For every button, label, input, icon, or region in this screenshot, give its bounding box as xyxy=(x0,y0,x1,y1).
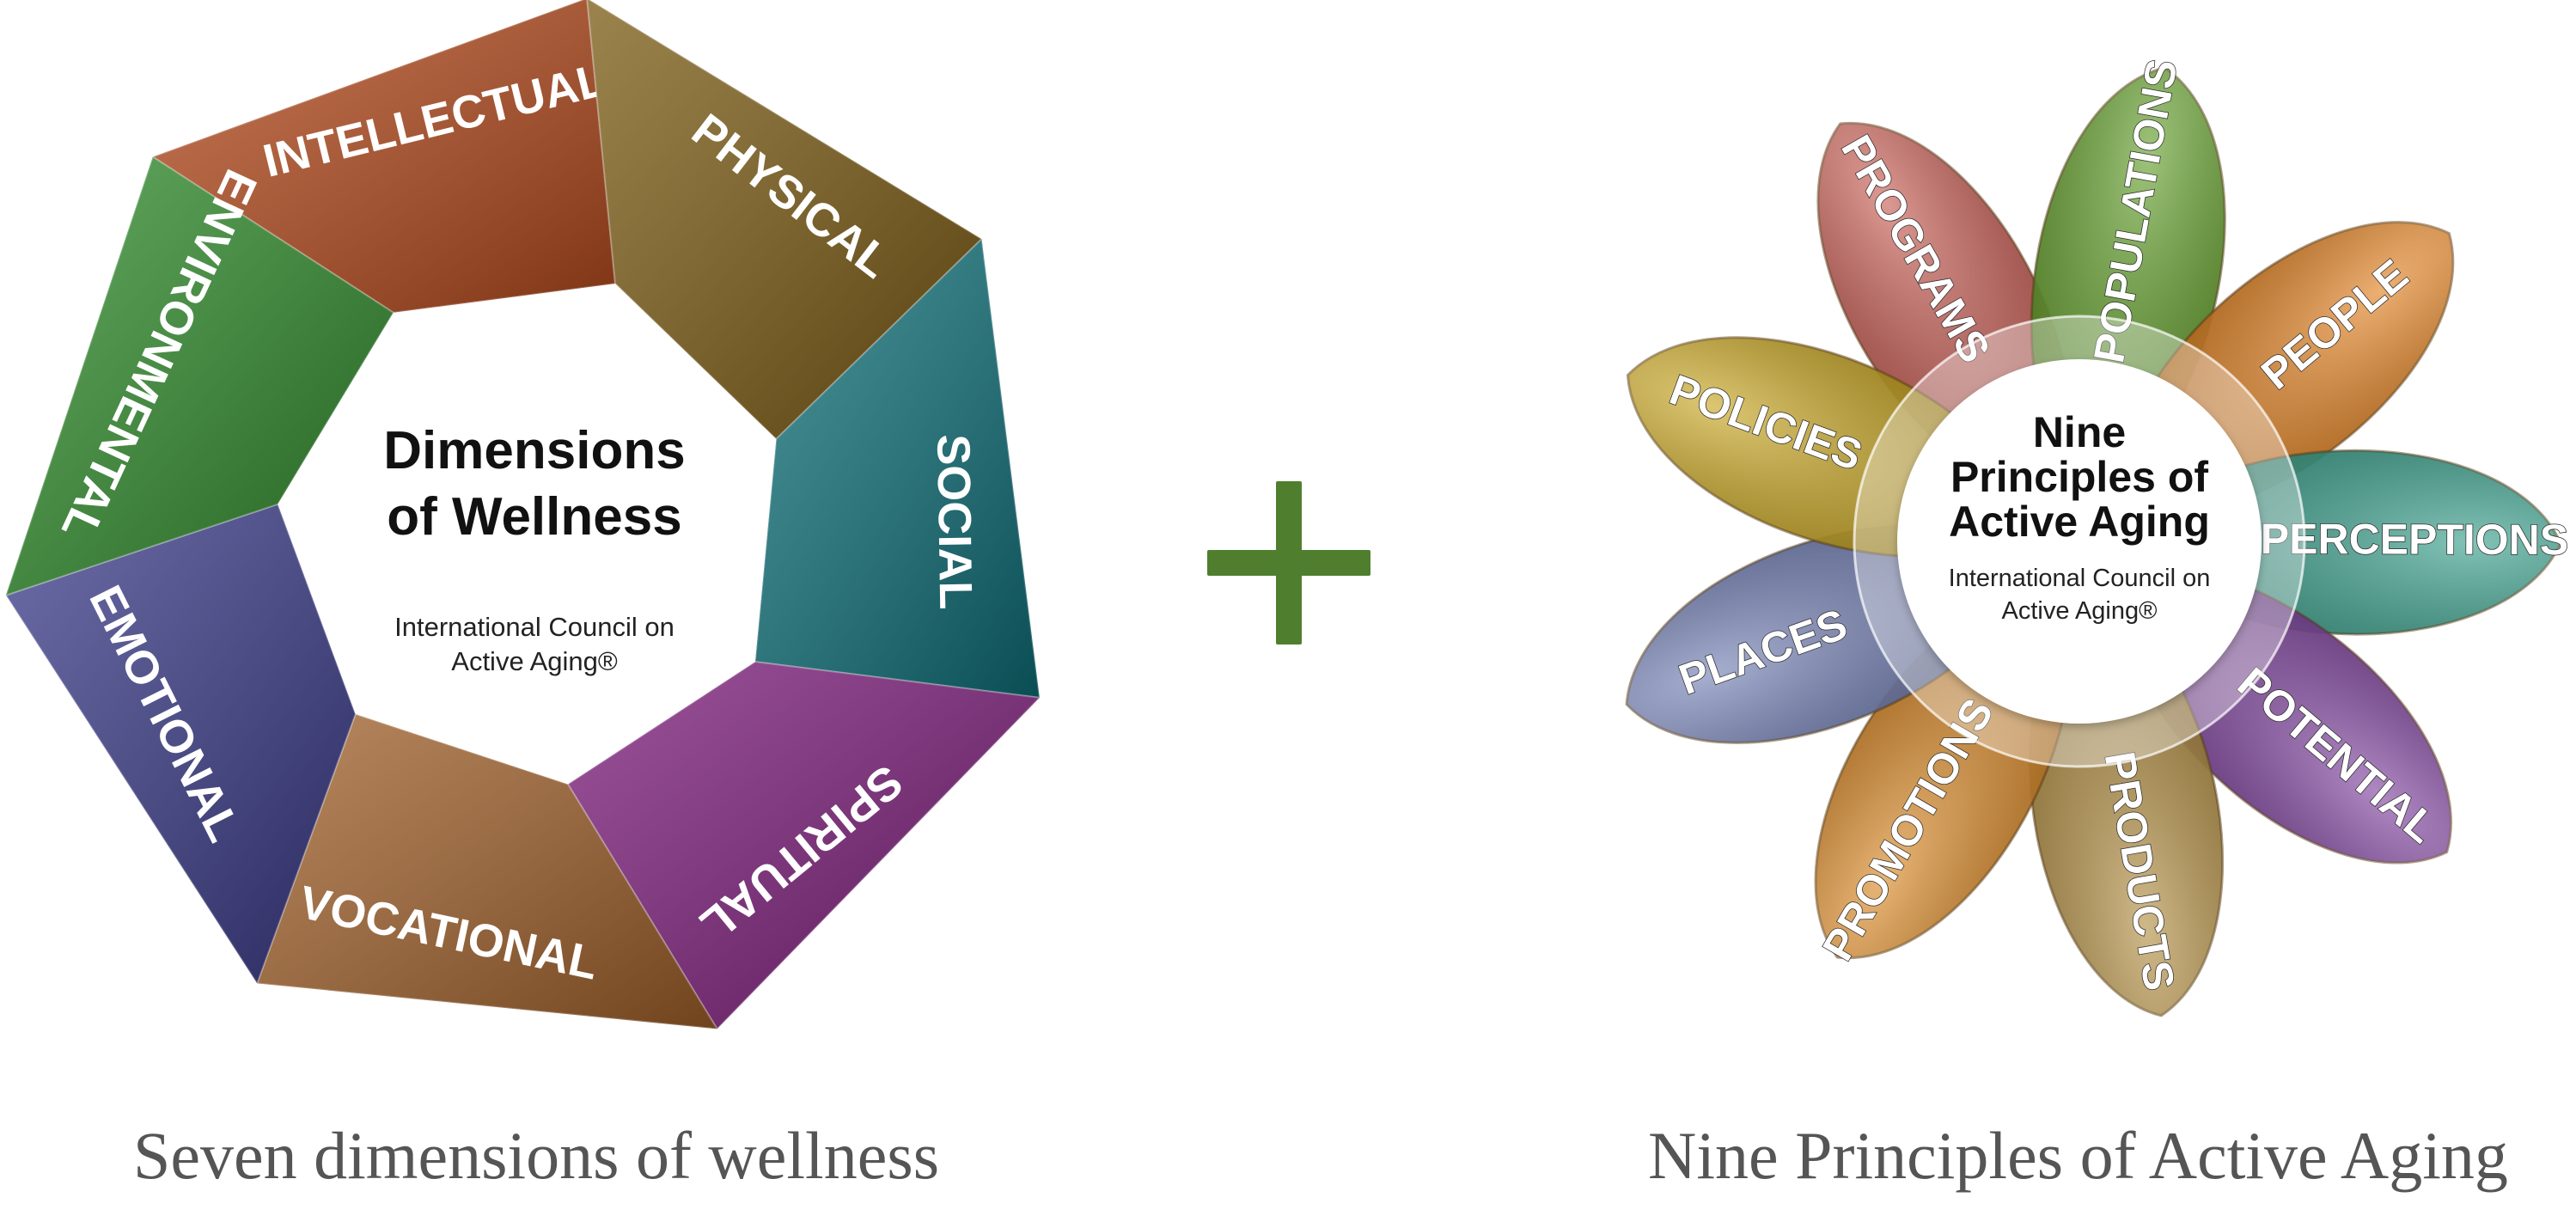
principles-center: Nine Principles of Active Aging Internat… xyxy=(1853,315,2306,768)
principles-org-line1: International Council on xyxy=(1949,565,2211,592)
principles-title-line3: Active Aging xyxy=(1949,498,2210,546)
wellness-segment-shade-social xyxy=(754,237,1041,700)
wellness-segment-shade-environmental xyxy=(4,155,395,597)
wellness-label-social: SOCIAL xyxy=(927,434,981,610)
wellness-center: Dimensions of Wellness International Cou… xyxy=(383,421,685,676)
wellness-center-panel xyxy=(278,284,777,785)
wellness-org-line2: Active Aging® xyxy=(451,646,618,676)
wellness-org-line1: International Council on xyxy=(394,612,675,642)
wellness-title-line1: Dimensions xyxy=(383,421,685,480)
principles-org-line2: Active Aging® xyxy=(2002,597,2158,625)
wellness-title-line2: of Wellness xyxy=(387,487,681,547)
wellness-segment-shade-physical xyxy=(586,0,984,441)
principles-center-disc xyxy=(1897,359,2262,724)
principles-title-line2: Principles of xyxy=(1950,453,2208,501)
principle-label-perceptions: PERCEPTIONS xyxy=(2261,515,2569,564)
plus-icon xyxy=(1207,481,1370,645)
caption-principles: Nine Principles of Active Aging xyxy=(1648,1118,2508,1193)
wellness-segment-shade-spiritual xyxy=(566,661,1042,1031)
caption-wellness: Seven dimensions of wellness xyxy=(133,1118,940,1193)
principles-title-line1: Nine xyxy=(2033,408,2126,456)
